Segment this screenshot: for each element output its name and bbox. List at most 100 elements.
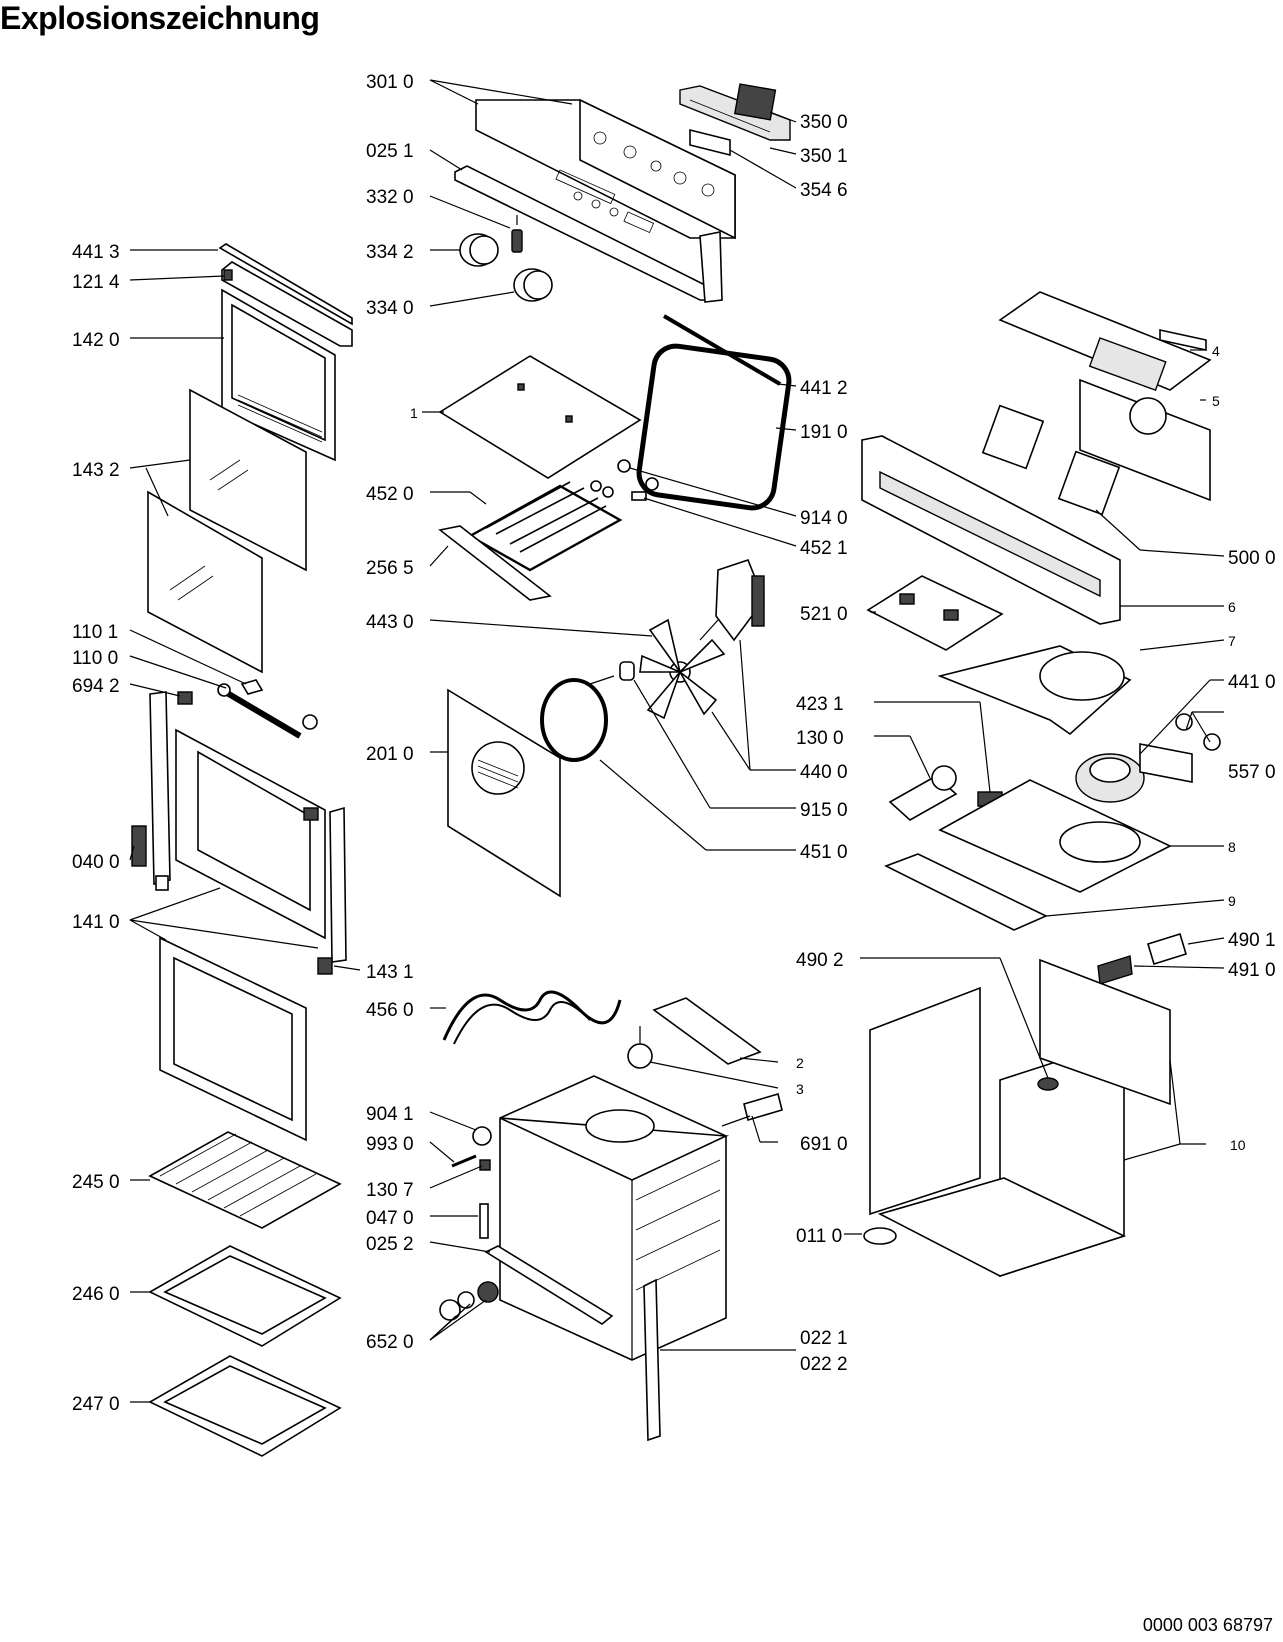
label-4: 4 (1212, 343, 1220, 359)
label-441-0: 441 0 (1228, 672, 1276, 693)
label-652-0: 652 0 (366, 1332, 414, 1353)
page-title: Explosionszeichnung (0, 0, 320, 36)
bottom-shield-part (652, 997, 762, 1065)
label-451-0: 451 0 (800, 842, 848, 863)
label-121-4: 121 4 (72, 272, 120, 293)
knob-spindle-part (439, 1281, 499, 1321)
label-143-1: 143 1 (366, 962, 414, 983)
label-141-0: 141 0 (72, 912, 120, 933)
panel-rail-part (454, 165, 723, 303)
fan-shroud-part (937, 645, 1132, 736)
baking-tray-part (148, 1245, 342, 1347)
label-334-2: 334 2 (366, 242, 414, 263)
label-201-0: 201 0 (366, 744, 414, 765)
label-354-6: 354 6 (800, 180, 848, 201)
document-number: 0000 003 68797 (1142, 1615, 1273, 1635)
lamp-holder-part (888, 765, 958, 821)
fan-cover-part (447, 688, 561, 898)
label-247-0: 247 0 (72, 1394, 120, 1415)
label-110-0: 110 0 (72, 648, 118, 669)
label-350-0: 350 0 (800, 112, 848, 133)
ring-heater-part (540, 675, 615, 762)
door-glass-part (147, 388, 307, 674)
label-443-0: 443 0 (366, 612, 414, 633)
label-332-0: 332 0 (366, 187, 414, 208)
fan-motor-part (699, 559, 765, 642)
label-334-0: 334 0 (366, 298, 414, 319)
label-915-0: 915 0 (800, 800, 848, 821)
oven-cavity-part (499, 1075, 730, 1361)
fan-blade-part (619, 618, 726, 720)
label-914-0: 914 0 (800, 508, 848, 529)
label-10: 10 (1230, 1137, 1246, 1153)
label-557-0: 557 0 (1228, 762, 1276, 783)
label-301-0: 301 0 (366, 72, 414, 93)
outer-door-part (131, 691, 347, 975)
label-500-0: 500 0 (1228, 548, 1276, 569)
label-452-1: 452 1 (800, 538, 848, 559)
label-011-0: 011 0 (796, 1226, 842, 1247)
door-trim-part (218, 243, 353, 347)
knob-part (459, 233, 553, 302)
label-7: 7 (1228, 633, 1236, 649)
label-691-0: 691 0 (800, 1134, 848, 1155)
label-993-0: 993 0 (366, 1134, 414, 1155)
label-8: 8 (1228, 839, 1236, 855)
label-110-1: 110 1 (72, 622, 118, 643)
heater-shield-part (438, 525, 552, 601)
label-490-2: 490 2 (796, 950, 844, 971)
deep-tray-part (148, 1355, 342, 1457)
label-142-0: 142 0 (72, 330, 120, 351)
wire-rack-part (148, 1131, 342, 1229)
bracket-part (721, 1092, 783, 1127)
label-025-2: 025 2 (366, 1234, 414, 1255)
label-521-0: 521 0 (800, 604, 848, 625)
nut-part (617, 459, 659, 501)
label-490-1: 490 1 (1228, 930, 1276, 951)
label-9: 9 (1228, 893, 1236, 909)
label-040-0: 040 0 (72, 852, 120, 873)
label-5: 5 (1212, 393, 1220, 409)
label-246-0: 246 0 (72, 1284, 120, 1305)
top-plate-part (438, 355, 642, 479)
label-022-2: 022 2 (800, 1354, 848, 1375)
label-3: 3 (796, 1081, 804, 1097)
label-441-2: 441 2 (800, 378, 848, 399)
label-130-7: 130 7 (366, 1180, 414, 1201)
relay-part (981, 404, 1121, 516)
label-2: 2 (796, 1055, 804, 1071)
label-022-1: 022 1 (800, 1328, 848, 1349)
side-rail-part (643, 1278, 661, 1442)
label-694-2: 694 2 (72, 676, 120, 697)
cooling-fan-part (1075, 753, 1145, 803)
label-130-0: 130 0 (796, 728, 844, 749)
label-440-0: 440 0 (800, 762, 848, 783)
sensor-part (627, 1026, 653, 1069)
terminal-block-part (1097, 932, 1187, 985)
front-frame-part (861, 435, 1121, 625)
top-heater-part (467, 480, 623, 572)
label-047-0: 047 0 (366, 1208, 414, 1229)
label-904-1: 904 1 (366, 1104, 414, 1125)
door-seal-part (159, 936, 307, 1142)
bottom-heater-part (442, 990, 622, 1045)
hinge-rail-part (479, 1203, 614, 1325)
label-025-1: 025 1 (366, 141, 414, 162)
label-423-1: 423 1 (796, 694, 844, 715)
bottom-plate-part (938, 779, 1172, 893)
oven-seal-part (636, 314, 792, 511)
control-electronics-part (679, 83, 791, 157)
label-491-0: 491 0 (1228, 960, 1276, 981)
label-441-3: 441 3 (72, 242, 120, 263)
label-452-0: 452 0 (366, 484, 414, 505)
door-hinge-part (217, 679, 318, 739)
label-245-0: 245 0 (72, 1172, 120, 1193)
top-housing-part (998, 291, 1212, 502)
electronics-board-part (866, 575, 1004, 651)
switch-part (511, 215, 523, 253)
fixing-part (451, 1126, 492, 1171)
label-143-2: 143 2 (72, 460, 120, 481)
leader-lines (129, 79, 1225, 1403)
label-456-0: 456 0 (366, 1000, 414, 1021)
